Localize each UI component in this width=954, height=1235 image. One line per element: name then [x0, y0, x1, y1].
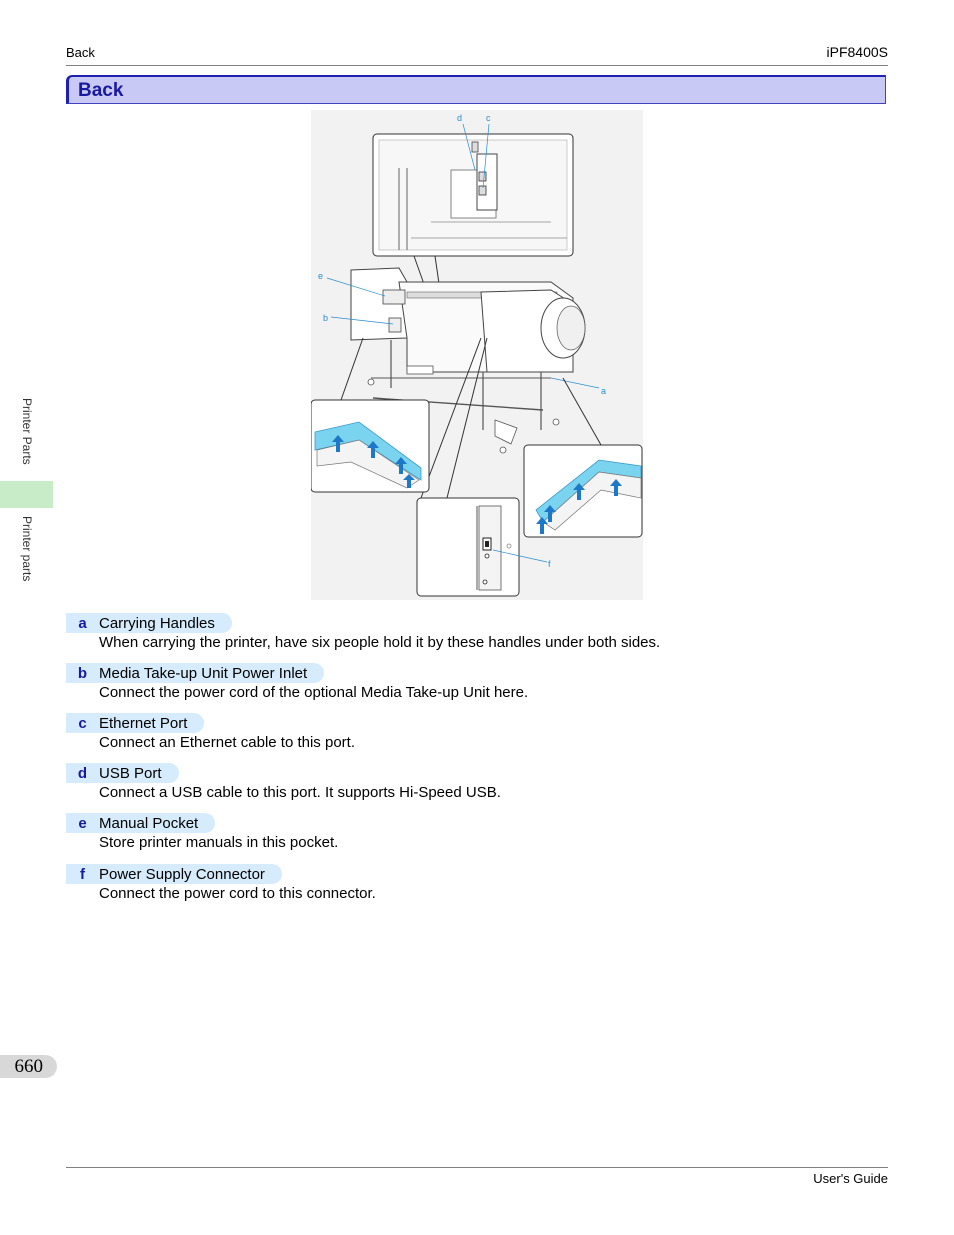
callout-c: c [486, 113, 491, 123]
part-letter: f [80, 865, 85, 883]
part-letter: e [78, 814, 87, 832]
part-letter: c [78, 714, 87, 732]
callout-d: d [457, 113, 462, 123]
side-tab-label-upper: Printer Parts [20, 398, 34, 465]
part-heading: d USB Port [66, 763, 179, 783]
part-description: Connect the power cord to this connector… [99, 885, 376, 902]
running-footer: User's Guide [813, 1171, 888, 1186]
left-handle-detail [310, 399, 430, 493]
part-heading: f Power Supply Connector [66, 864, 282, 884]
network-ports-detail [372, 133, 574, 257]
part-heading: e Manual Pocket [66, 813, 216, 833]
part-heading: c Ethernet Port [66, 713, 205, 733]
part-heading: b Media Take-up Unit Power Inlet [66, 663, 325, 683]
section-heading-bar: Back [66, 75, 886, 104]
footer-divider [66, 1167, 888, 1168]
part-letter: a [78, 614, 87, 632]
side-tab-marker [0, 481, 53, 508]
header-divider [66, 65, 888, 66]
part-letter: d [77, 764, 88, 782]
running-header-section: Back [66, 45, 95, 60]
printer-back-illustration: d c e b a [310, 110, 643, 600]
part-letter: b [77, 664, 88, 682]
part-description: Store printer manuals in this pocket. [99, 834, 339, 851]
callout-a: a [601, 386, 606, 396]
part-description: Connect an Ethernet cable to this port. [99, 734, 355, 751]
part-name: Power Supply Connector [99, 865, 265, 883]
part-heading: a Carrying Handles [66, 613, 232, 633]
part-name: Carrying Handles [99, 614, 215, 632]
section-title: Back [78, 80, 124, 101]
running-header-model: iPF8400S [826, 44, 888, 60]
callout-f: f [548, 559, 551, 569]
callout-e: e [318, 271, 323, 281]
printer-back-diagram: d c e b a [310, 110, 643, 600]
side-tab-label-lower: Printer parts [20, 516, 34, 582]
part-name: Media Take-up Unit Power Inlet [99, 664, 308, 682]
part-name: Manual Pocket [99, 814, 199, 832]
part-description: Connect a USB cable to this port. It sup… [99, 784, 501, 801]
part-name: USB Port [99, 764, 162, 782]
power-connector-detail [416, 497, 520, 597]
page-number: 660 [0, 1055, 57, 1078]
part-description: When carrying the printer, have six peop… [99, 634, 661, 651]
callout-b: b [323, 313, 328, 323]
part-name: Ethernet Port [99, 714, 188, 732]
right-handle-detail [523, 444, 643, 538]
printer-body [350, 267, 586, 454]
part-description: Connect the power cord of the optional M… [99, 684, 529, 701]
